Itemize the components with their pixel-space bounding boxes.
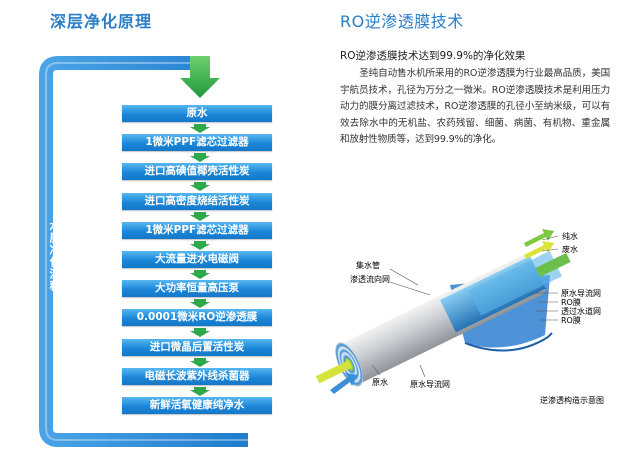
flow-step: 大流量进水电磁阀 — [122, 251, 272, 268]
diagram-caption: 逆渗透构造示意图 — [540, 395, 604, 405]
step-arrow — [190, 182, 210, 191]
step-arrow — [190, 328, 210, 337]
description-paragraph: 圣纯自动售水机所采用的RO逆渗透膜为行业最高品质，美国宇航员技术，孔径为万分之一… — [340, 68, 610, 145]
subtitle: RO逆渗透膜技术达到99.9%的净化效果 — [340, 50, 526, 62]
flow-step: 1微米PPF滤芯过滤器 — [122, 134, 272, 151]
label-pure-water: 纯水 — [562, 231, 578, 241]
label-ro-membrane-1: RO膜 — [561, 297, 581, 307]
flow-step: 进口高密度烧结活性炭 — [122, 193, 272, 210]
label-raw-water: 原水 — [372, 377, 388, 387]
label-ro-membrane-2: RO膜 — [561, 315, 581, 325]
step-arrow — [190, 212, 210, 221]
right-title: RO逆渗透膜技术 — [340, 12, 464, 31]
label-raw-guide-right: 原水导流网 — [561, 288, 601, 298]
label-permeate-net: 透过水道网 — [561, 306, 601, 316]
step-arrow — [190, 241, 210, 250]
raw-water-arrow — [330, 373, 358, 394]
flow-step: 进口高碘值椰壳活性炭 — [122, 163, 272, 180]
flow-step: 0.0001微米RO逆渗透膜 — [122, 309, 272, 326]
flow-step: 大功率恒量高压泵 — [122, 280, 272, 297]
step-arrow — [190, 270, 210, 279]
label-permeate-flow: 渗透流向网 — [350, 274, 390, 284]
flow-loop — [39, 56, 248, 447]
flow-vertical-label: 水质净化流程 — [48, 220, 61, 292]
step-arrow — [190, 358, 210, 367]
flow-step: 进口微晶后置活性炭 — [122, 339, 272, 356]
label-raw-guide-bottom: 原水导流网 — [410, 379, 450, 389]
step-arrow — [190, 153, 210, 162]
ro-membrane-diagram: 纯水 废水 集水管 渗透流向网 原水导流网 RO膜 透过水道网 RO膜 原水 原… — [315, 229, 604, 405]
flow-step: 新鲜活氧健康纯净水 — [122, 397, 272, 414]
flow-step: 电磁长波紫外线杀菌器 — [122, 368, 272, 385]
left-title: 深层净化原理 — [50, 12, 153, 31]
waste-water-arrow — [524, 241, 554, 259]
big-green-arrow — [180, 56, 220, 98]
step-arrow — [190, 124, 210, 133]
label-waste-water: 废水 — [562, 244, 578, 254]
step-arrow — [190, 387, 210, 396]
label-collector-tube: 集水管 — [356, 260, 380, 270]
flow-step: 原水 — [122, 105, 272, 122]
pure-water-arrow — [524, 229, 554, 247]
flow-step: 1微米PPF滤芯过滤器 — [122, 222, 272, 239]
step-arrow — [190, 299, 210, 308]
